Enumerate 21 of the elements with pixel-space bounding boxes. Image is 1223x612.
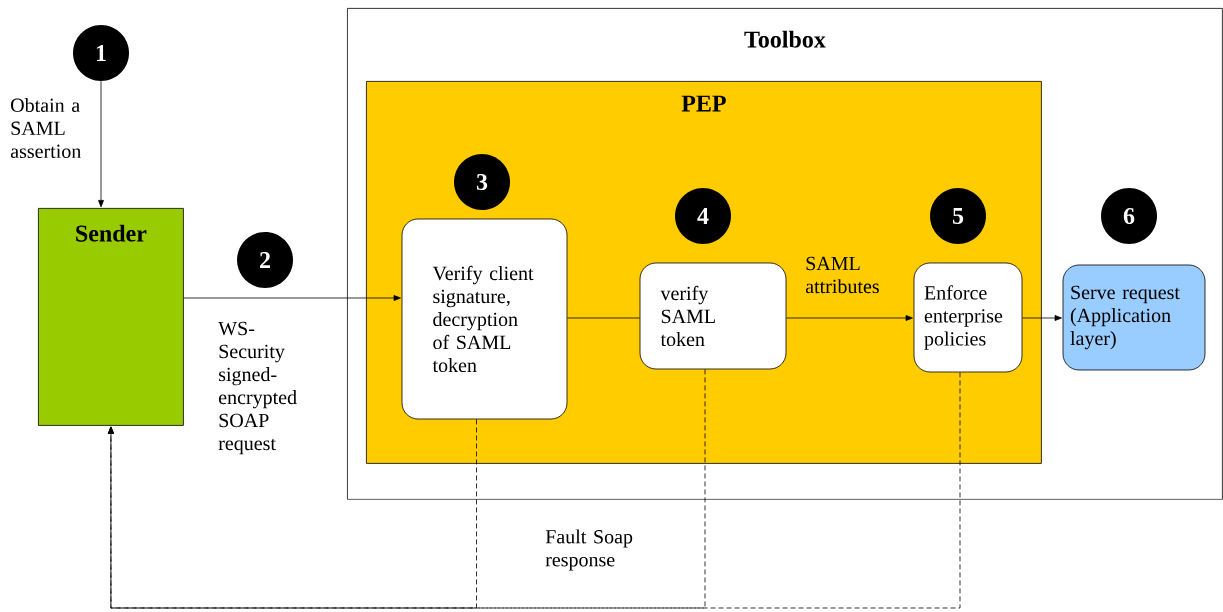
arrow <box>1022 315 1062 321</box>
edge-label: SAML attributes <box>805 256 879 294</box>
process-box: Enforce enterprise policies <box>913 262 1023 373</box>
process-box: verify SAML token <box>639 262 787 370</box>
step-number: 4 <box>675 188 731 244</box>
sender-box: Sender <box>38 208 184 426</box>
edge-label: Obtain a SAML assertion <box>10 97 81 158</box>
note-text: Fault Soap response <box>545 529 633 571</box>
arrow <box>98 80 104 208</box>
process-box: Serve request (Application layer) <box>1062 264 1206 371</box>
arrow <box>786 315 913 321</box>
step-number: 1 <box>73 25 129 81</box>
arrow <box>183 295 401 301</box>
step-number: 5 <box>930 188 986 244</box>
process-box: Verify client signature, decryption of SAML token <box>401 218 568 420</box>
dashed-arrow <box>108 372 961 609</box>
step-number: 2 <box>237 232 293 288</box>
edge-label: WS-Security signed-encrypted SOAP request <box>218 321 297 455</box>
dashed-arrow <box>108 369 706 609</box>
step-number: 3 <box>454 154 510 210</box>
step-number: 6 <box>1101 188 1157 244</box>
